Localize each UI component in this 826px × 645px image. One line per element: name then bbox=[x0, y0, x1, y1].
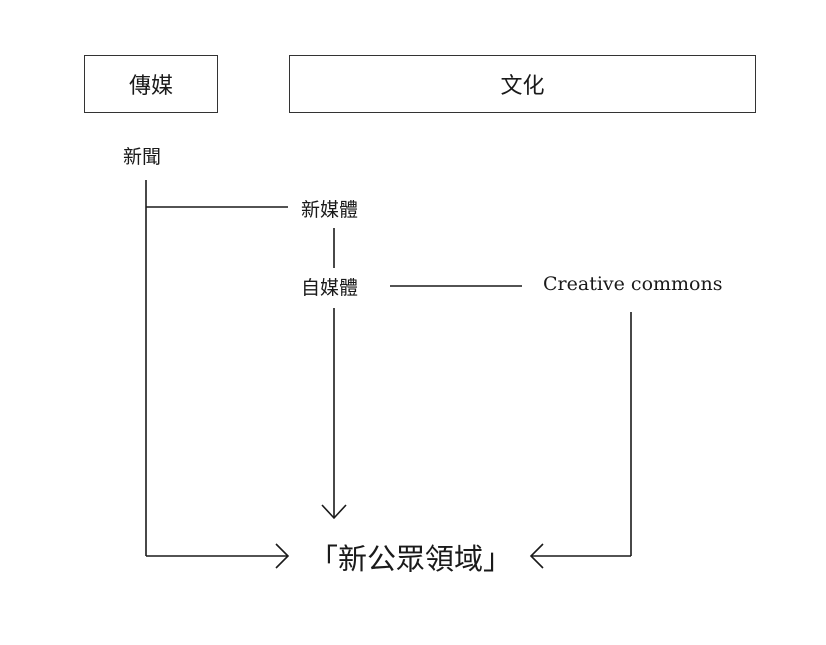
self-media-node: 自媒體 bbox=[301, 277, 359, 299]
news-node: 新聞 bbox=[123, 146, 162, 168]
culture-box: 文化 bbox=[289, 55, 756, 113]
selfmedia-arrowhead bbox=[321, 504, 347, 520]
creative-commons-node: Creative commons bbox=[543, 273, 723, 295]
media-box: 傳媒 bbox=[84, 55, 218, 113]
cc-arrowhead bbox=[529, 543, 544, 569]
media-box-label: 傳媒 bbox=[128, 74, 173, 99]
news-arrowhead bbox=[275, 543, 290, 569]
culture-box-label: 文化 bbox=[500, 74, 545, 99]
new-media-node: 新媒體 bbox=[301, 199, 359, 221]
new-public-sphere-node: 「新公眾領域」 bbox=[309, 542, 513, 576]
